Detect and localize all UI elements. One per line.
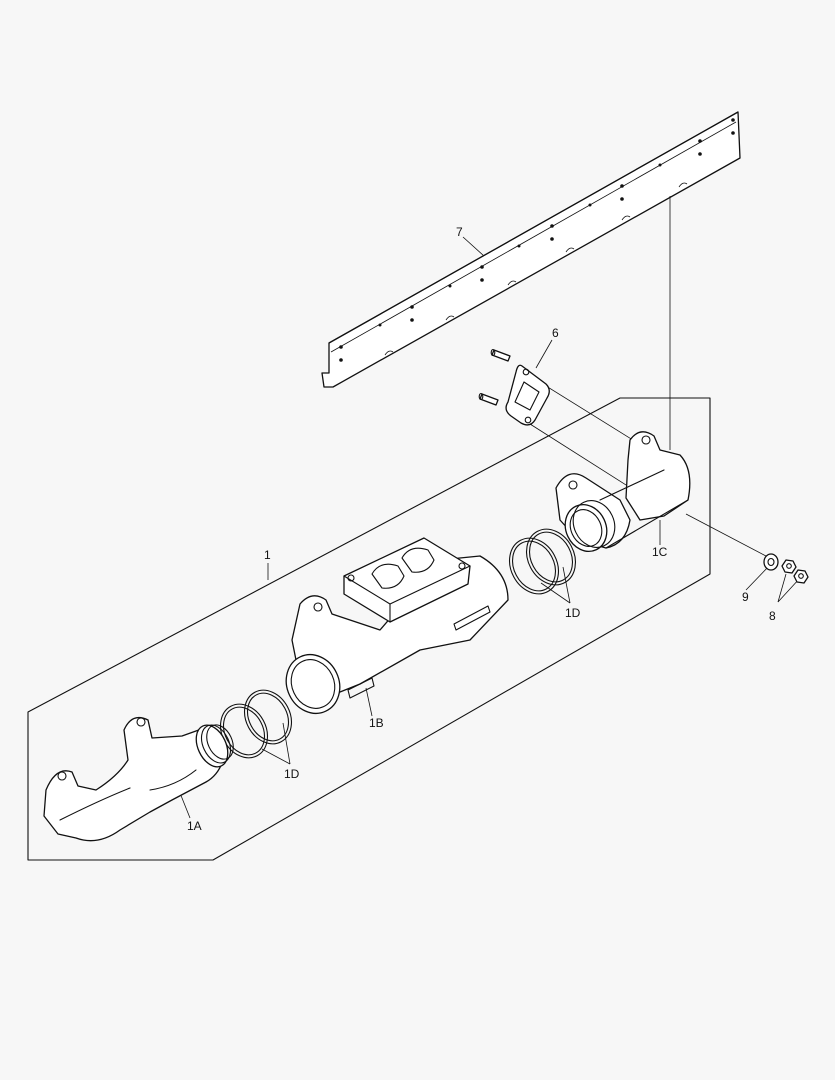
seal-rings-rear [509,528,576,595]
gasket [505,364,550,426]
callout-labels: 7 6 1 1C 1D 9 8 1B 1D 1A [187,225,776,833]
stud-upper [490,348,511,362]
stud-lower [478,392,499,406]
seal-rings-front [219,689,293,759]
manifold-section-front [43,716,234,842]
heat-shield-holes [339,118,735,362]
callout-seal-rings-rear: 1D [565,606,581,620]
heat-shield [321,111,741,388]
callout-section-middle: 1B [369,716,384,730]
callout-nut: 8 [769,609,776,623]
assembly-boundary [27,397,711,861]
callout-seal-rings-front: 1D [284,767,300,781]
callout-assembly: 1 [264,548,271,562]
washer [763,553,779,571]
callout-heat-shield: 7 [456,225,463,239]
manifold-section-rear [555,431,691,552]
manifold-section-middle [285,537,509,714]
callout-washer: 9 [742,590,749,604]
nut-2 [793,569,809,584]
nut-1 [781,559,797,574]
callout-section-rear: 1C [652,545,668,559]
callout-gasket: 6 [552,326,559,340]
callout-section-front: 1A [187,819,202,833]
